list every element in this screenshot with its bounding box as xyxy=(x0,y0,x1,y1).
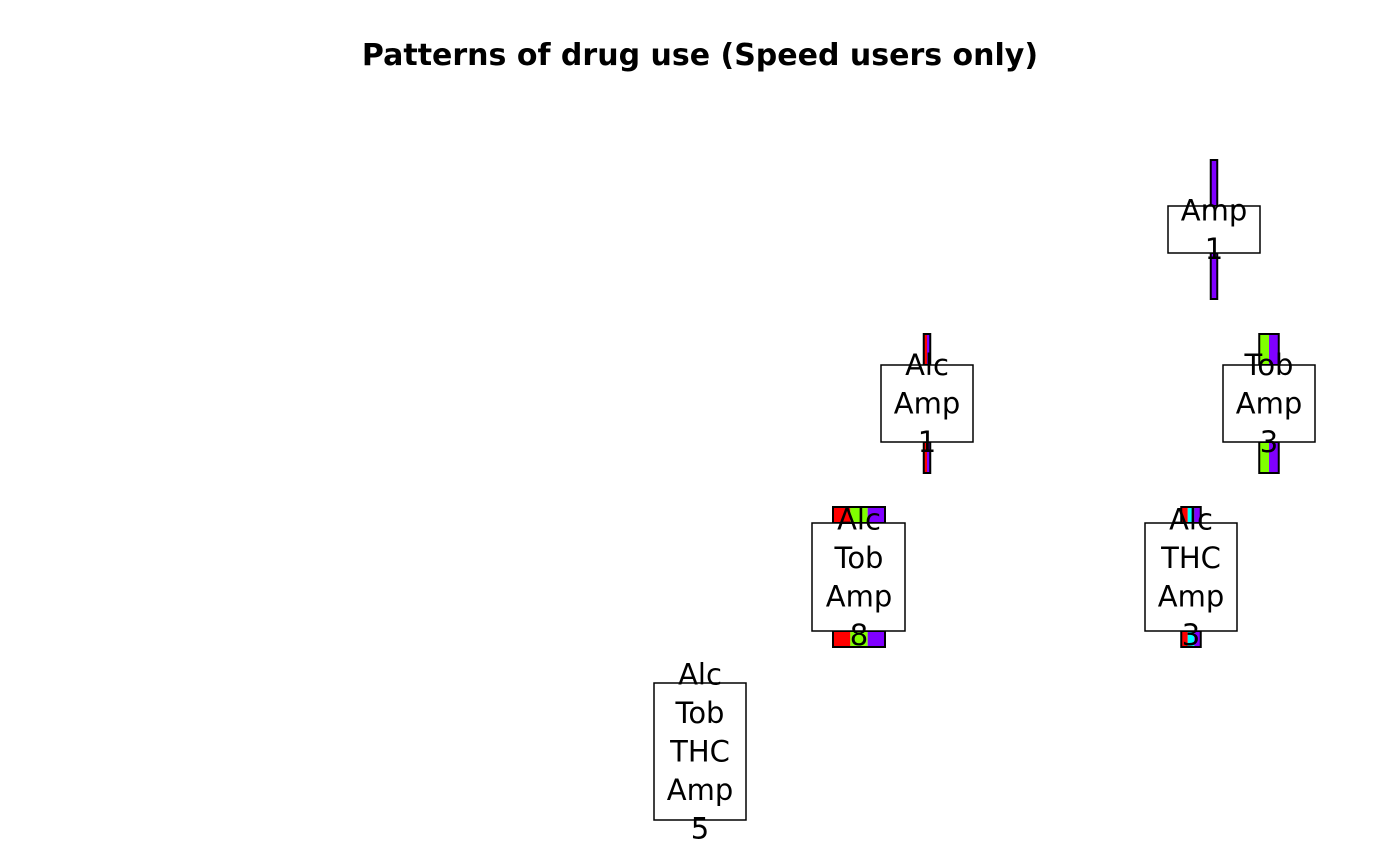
set-label: Tob xyxy=(834,541,884,575)
bar-segment-amp xyxy=(867,507,885,523)
bar-segment-amp xyxy=(867,631,885,647)
node-box xyxy=(1144,522,1238,632)
count-label: 3 xyxy=(1260,425,1278,459)
bar-segment-tob xyxy=(850,631,868,647)
bar-segment-amp xyxy=(1269,442,1279,473)
bar-segment-thc xyxy=(1187,631,1195,647)
set-label: Amp xyxy=(667,773,734,807)
bar-segment-alc xyxy=(1181,507,1188,523)
bar-segment-amp xyxy=(1194,631,1201,647)
set-label: Amp xyxy=(894,387,961,421)
set-label: Alc xyxy=(905,348,949,382)
bar-segment-tob xyxy=(850,507,868,523)
bar-segment-alc xyxy=(833,507,851,523)
set-label: THC xyxy=(1160,541,1221,575)
node-amp: Amp 1 xyxy=(1167,159,1261,300)
bar-segment-amp xyxy=(1194,507,1201,523)
set-label: Alc xyxy=(837,502,881,536)
set-label: Tob xyxy=(675,696,725,730)
set-label: THC xyxy=(669,735,730,769)
bar-segment-thc xyxy=(1187,507,1195,523)
count-label: 1 xyxy=(918,425,936,459)
set-label: Alc xyxy=(678,658,722,692)
bar-segment-alc xyxy=(1181,631,1188,647)
bar-segment-tob xyxy=(1259,334,1269,365)
bar-segment-amp xyxy=(927,334,931,365)
bar-segment-alc xyxy=(833,631,851,647)
count-label: 8 xyxy=(850,618,868,652)
set-label: Tob xyxy=(1244,348,1294,382)
node-box xyxy=(811,522,906,632)
count-label: 3 xyxy=(1182,618,1200,652)
bar-segment-amp xyxy=(1210,253,1218,299)
set-label: Amp xyxy=(826,579,893,613)
node-box xyxy=(1167,205,1261,254)
set-label: Alc xyxy=(1169,502,1213,536)
set-label: Amp xyxy=(1181,193,1248,227)
bar-segment-amp xyxy=(927,442,931,473)
count-label: 5 xyxy=(691,812,709,846)
bar-segment-amp xyxy=(1269,334,1279,365)
bar-segment-amp xyxy=(1210,160,1218,206)
bar-segment-tob xyxy=(1259,442,1269,473)
bar-segment-alc xyxy=(923,442,927,473)
set-label: Amp xyxy=(1158,579,1225,613)
count-label: 1 xyxy=(1205,232,1223,266)
node-box xyxy=(1222,364,1316,443)
bar-segment-alc xyxy=(923,334,927,365)
node-box xyxy=(880,364,974,443)
chart-title: Patterns of drug use (Speed users only) xyxy=(361,38,1039,73)
set-label: Amp xyxy=(1236,387,1303,421)
node-box xyxy=(653,682,747,821)
